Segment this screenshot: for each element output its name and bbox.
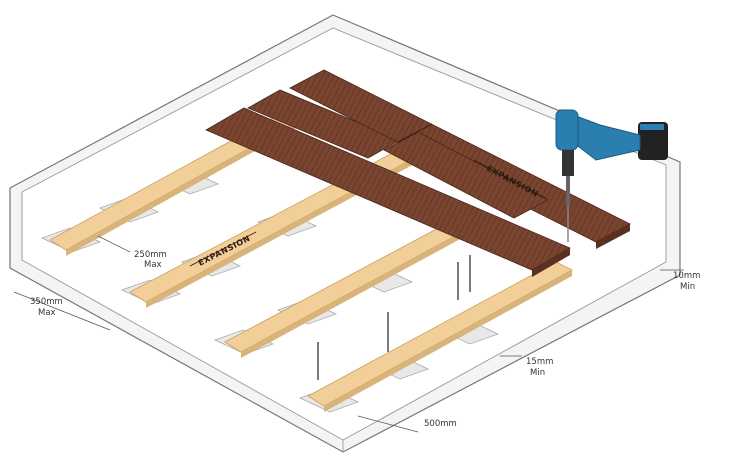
wall-gap-qual: Min (680, 282, 695, 292)
dimension-labels: 250mm Max 350mm Max 10mm Min 15mm Min 50… (30, 250, 700, 429)
deck-boards (205, 69, 631, 277)
end-gap-qual: Min (530, 368, 545, 378)
dimension-lines (13, 235, 684, 433)
support-spacing-value: 350mm (30, 297, 63, 307)
joist-spacing-value: 250mm (134, 250, 167, 260)
support-spacing-qual: Max (38, 308, 56, 318)
end-gap-value: 15mm (526, 357, 553, 367)
cordless-drill-icon (555, 109, 668, 242)
screws (317, 255, 471, 380)
wall-gap-value: 10mm (673, 271, 700, 281)
deck-board-1-side (532, 248, 570, 277)
board-length-value: 500mm (424, 419, 457, 429)
perimeter-frame (9, 14, 681, 453)
joist-spacing-qual: Max (144, 260, 162, 270)
deck-board-3 (383, 131, 549, 219)
